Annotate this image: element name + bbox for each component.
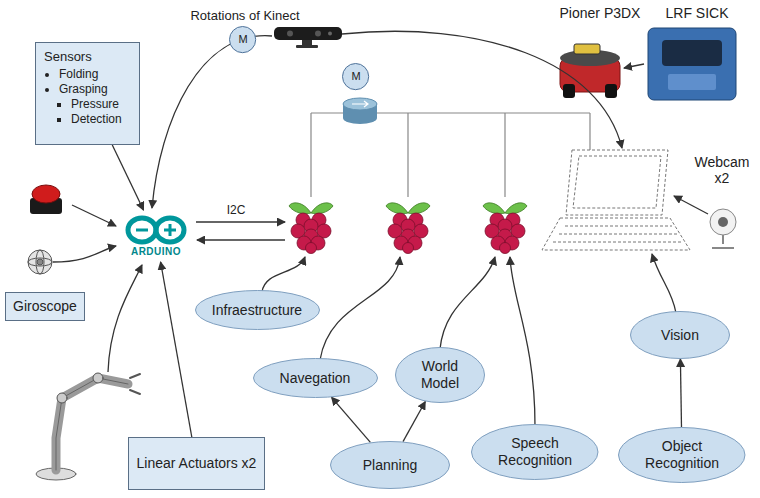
node-title: M bbox=[238, 33, 247, 46]
node-title: Giroscope bbox=[13, 298, 77, 315]
text-group: ARDUINO bbox=[131, 246, 181, 258]
text-group: Infraestructure bbox=[212, 302, 302, 319]
sensor-box: SensorsFoldingGraspingPressureDetection bbox=[35, 42, 140, 145]
gyroscope-icon bbox=[28, 250, 52, 274]
bullet-item: Pressure bbox=[71, 97, 122, 112]
motor-circle: M bbox=[342, 63, 369, 90]
connector-arrow bbox=[112, 145, 143, 210]
arduino-logo: ARDUINO bbox=[118, 210, 194, 262]
module-ellipse: Planning bbox=[330, 441, 450, 489]
connector-arrow bbox=[332, 397, 371, 442]
text-group: Linear Actuators x2 bbox=[136, 455, 258, 472]
raspberry-pi bbox=[386, 203, 430, 254]
bullet-text: Folding bbox=[59, 67, 98, 81]
device-label: Webcam x2 bbox=[691, 154, 753, 186]
node-title: Vision bbox=[661, 327, 699, 344]
raspberry-pi bbox=[289, 203, 333, 254]
text-group: Speech Recognition bbox=[490, 435, 580, 469]
pioneer-robot bbox=[560, 44, 620, 98]
module-ellipse: Vision bbox=[630, 311, 730, 359]
node-title: Sensors bbox=[44, 49, 122, 65]
network-bus bbox=[311, 113, 590, 197]
module-ellipse: Speech Recognition bbox=[471, 424, 598, 480]
actuator-box: Linear Actuators x2 bbox=[128, 437, 265, 490]
label-box: Giroscope bbox=[5, 292, 85, 321]
text-group: World Model bbox=[414, 358, 466, 392]
laptop-icon bbox=[542, 150, 690, 250]
bullet-item: Detection bbox=[71, 112, 122, 127]
motor-circle: M bbox=[229, 26, 256, 53]
node-title: Infraestructure bbox=[212, 302, 302, 319]
text-group: Giroscope bbox=[13, 298, 77, 315]
bullet-text: Detection bbox=[71, 112, 122, 126]
connector-arrow bbox=[161, 262, 192, 437]
emergency-button bbox=[30, 185, 62, 214]
text-group: M bbox=[351, 70, 360, 83]
node-title: Planning bbox=[363, 457, 418, 474]
text-group: M bbox=[238, 33, 247, 46]
router-icon bbox=[343, 98, 377, 124]
module-ellipse: World Model bbox=[395, 347, 485, 403]
laser-rangefinder bbox=[648, 28, 736, 100]
node-title: Speech Recognition bbox=[490, 435, 580, 469]
bullet-text: Grasping bbox=[59, 82, 108, 96]
arduino-symbol bbox=[123, 214, 189, 246]
module-ellipse: Object Recognition bbox=[618, 427, 745, 483]
text-group: Navegation bbox=[280, 370, 351, 387]
bus-label: I2C bbox=[227, 203, 246, 217]
bullet-list: FoldingGraspingPressureDetection bbox=[44, 67, 122, 127]
text-group: Object Recognition bbox=[637, 438, 727, 472]
connector-arrow bbox=[403, 402, 425, 442]
text-group: Vision bbox=[661, 327, 699, 344]
bullet-text: Pressure bbox=[71, 97, 119, 111]
node-title: ARDUINO bbox=[131, 246, 181, 258]
node-title: World Model bbox=[414, 358, 466, 392]
device-label: Pioner P3DX bbox=[560, 5, 641, 21]
bullet-item: Grasping bbox=[59, 82, 122, 97]
robot-arm bbox=[36, 373, 140, 480]
module-ellipse: Infraestructure bbox=[195, 290, 320, 330]
node-title: Object Recognition bbox=[637, 438, 727, 472]
raspberry-pi bbox=[483, 203, 527, 254]
webcam-icon bbox=[710, 209, 736, 248]
node-title: Navegation bbox=[280, 370, 351, 387]
module-ellipse: Navegation bbox=[253, 358, 378, 398]
text-group: Planning bbox=[363, 457, 418, 474]
node-title: M bbox=[351, 70, 360, 83]
text-group: SensorsFoldingGraspingPressureDetection bbox=[44, 49, 122, 127]
device-label: Rotations of Kinect bbox=[190, 8, 299, 23]
node-title: Linear Actuators x2 bbox=[136, 455, 258, 472]
bullet-item: Folding bbox=[59, 67, 122, 82]
kinect-sensor bbox=[274, 27, 342, 48]
connector-arrow bbox=[680, 359, 681, 427]
wire-arrows bbox=[53, 31, 708, 426]
device-label: LRF SICK bbox=[665, 5, 728, 21]
